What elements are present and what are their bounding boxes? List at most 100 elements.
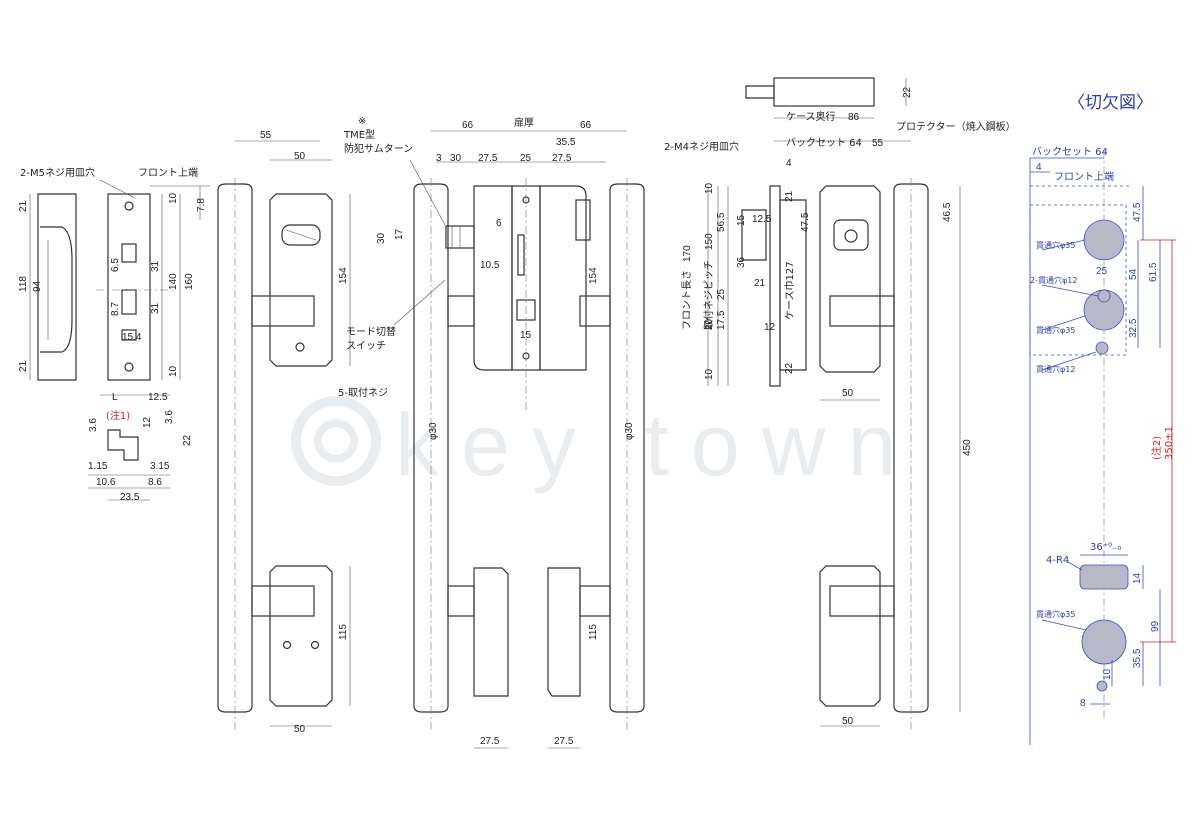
dim-d30a: 30 bbox=[450, 153, 462, 164]
dim-d36a: 3.6 bbox=[88, 418, 99, 432]
dim-dphi30a: φ30 bbox=[428, 422, 439, 440]
dim-d3: 3 bbox=[436, 153, 442, 164]
dim-d94: 94 bbox=[32, 280, 43, 292]
label-mode-switch-1: モード切替 bbox=[346, 325, 396, 338]
dim-d125b: 12.5 bbox=[752, 214, 772, 225]
label-note1: (注1) bbox=[106, 409, 130, 422]
dim-d355: 35.5 bbox=[556, 137, 576, 148]
dim-d140: 140 bbox=[168, 273, 179, 290]
label-mode-switch-2: スイッチ bbox=[346, 340, 386, 352]
dim-d22: 22 bbox=[182, 434, 193, 446]
dim-d66b: 66 bbox=[580, 120, 592, 131]
dimension-values: 21 94 118 21 6.5 8.7 15.4 31 31 140 160 … bbox=[18, 86, 1161, 747]
label-350: 350±1 bbox=[1164, 426, 1175, 460]
dim-d315: 3.15 bbox=[150, 461, 170, 472]
dim-d55b: 55 bbox=[872, 138, 884, 149]
label-tme-turn: 防犯サムターン bbox=[344, 142, 413, 155]
dim-d106: 10.6 bbox=[96, 477, 116, 488]
label-mount-screw: 5-取付ネジ bbox=[338, 386, 388, 399]
dim-d170: 170 bbox=[682, 245, 693, 262]
dim-d36c: 36 bbox=[736, 256, 747, 268]
dim-c475: 47.5 bbox=[1132, 202, 1143, 222]
label-backset: バックセット 64 bbox=[786, 137, 862, 149]
dim-d154b: 154 bbox=[338, 267, 349, 284]
dim-d30b: 30 bbox=[376, 232, 387, 244]
label-front-length: フロント長さ bbox=[681, 270, 693, 330]
dim-d20: 20 bbox=[704, 318, 715, 330]
dim-d275a: 27.5 bbox=[478, 153, 498, 164]
label-case-depth: ケース奥行 bbox=[786, 110, 836, 123]
dim-d115c: 115 bbox=[588, 624, 599, 640]
label-L: L bbox=[112, 392, 118, 403]
labels: 2-M5ネジ用皿穴 フロント上端 (注1) L ※ TME型 防犯サムターン モ… bbox=[20, 93, 1175, 619]
dim-d50b: 50 bbox=[294, 724, 306, 735]
dim-d22d: 22 bbox=[784, 362, 795, 374]
dim-d154a: 15.4 bbox=[122, 332, 142, 343]
dim-d31b: 31 bbox=[150, 302, 161, 314]
view-outside-handle bbox=[217, 140, 351, 730]
label-protector: プロテクター（焼入鋼板） bbox=[896, 120, 1016, 133]
label-cut-front-top: フロント上端 bbox=[1054, 170, 1114, 183]
label-36: 36⁺⁰₋₀ bbox=[1090, 542, 1121, 553]
watermark-text: key town bbox=[395, 395, 918, 494]
dim-d115: 1.15 bbox=[88, 461, 108, 472]
label-hole35-b: 貫通穴φ35 bbox=[1036, 325, 1075, 335]
dim-d154c: 154 bbox=[588, 267, 599, 284]
dim-d12b: 12 bbox=[764, 322, 776, 333]
label-mount-pitch: 取付ネジピッチ bbox=[702, 260, 715, 330]
dim-d160: 160 bbox=[184, 273, 195, 290]
dim-d21b: 21 bbox=[18, 360, 29, 372]
dim-d4: 4 bbox=[786, 158, 792, 169]
dim-d105: 10.5 bbox=[480, 260, 500, 271]
view-front-plate bbox=[29, 179, 210, 501]
dim-c355: 35.5 bbox=[1132, 648, 1143, 668]
dim-d87: 8.7 bbox=[110, 302, 121, 316]
label-tme-type: TME型 bbox=[343, 128, 375, 141]
dim-d78: 7.8 bbox=[196, 198, 207, 212]
label-m5-holes: 2-M5ネジ用皿穴 bbox=[20, 166, 95, 179]
view-door-section bbox=[393, 130, 645, 749]
dim-d115b: 115 bbox=[338, 624, 349, 640]
dim-d475: 47.5 bbox=[800, 212, 811, 232]
label-case-width: ケース巾127 bbox=[783, 261, 796, 320]
view-cutout bbox=[1029, 150, 1176, 745]
dim-c325: 32.5 bbox=[1128, 318, 1139, 338]
dim-d50d: 50 bbox=[842, 716, 854, 727]
dim-d50a: 50 bbox=[294, 151, 306, 162]
dim-d125: 12.5 bbox=[148, 392, 168, 403]
dim-d15b: 15 bbox=[736, 214, 747, 226]
dim-c4: 4 bbox=[1036, 162, 1042, 173]
dim-d235: 23.5 bbox=[120, 492, 140, 503]
dim-d275b: 27.5 bbox=[552, 153, 572, 164]
dim-c99: 99 bbox=[1150, 620, 1161, 632]
label-hole35-a: 貫通穴φ35 bbox=[1036, 240, 1075, 250]
dim-d55: 55 bbox=[260, 130, 272, 141]
dim-c14: 14 bbox=[1132, 572, 1143, 584]
label-door-thickness: 扉厚 bbox=[514, 116, 534, 129]
label-front-top: フロント上端 bbox=[138, 166, 198, 179]
dim-d275d: 27.5 bbox=[554, 736, 574, 747]
dim-d10d: 10 bbox=[704, 368, 715, 380]
view-inside-handle bbox=[707, 77, 961, 730]
dim-d86c: 86 bbox=[848, 112, 860, 123]
dim-d21d: 21 bbox=[754, 278, 766, 289]
dim-d15: 15 bbox=[520, 330, 532, 341]
dim-d10b: 10 bbox=[168, 365, 179, 377]
dim-d175: 17.5 bbox=[716, 310, 727, 330]
dim-d6: 6 bbox=[496, 218, 502, 229]
label-note2: (注2) bbox=[1150, 436, 1163, 460]
dim-c25: 25 bbox=[1096, 266, 1108, 277]
dim-d22c: 22 bbox=[902, 86, 913, 98]
dim-d36b: 3.6 bbox=[164, 410, 175, 424]
dim-d65: 6.5 bbox=[110, 258, 121, 272]
label-r4: 4-R4 bbox=[1046, 555, 1069, 566]
dim-c10: 10 bbox=[1102, 668, 1113, 680]
label-m4-holes: 2-M4ネジ用皿穴 bbox=[664, 140, 739, 153]
dim-d12: 12 bbox=[142, 416, 153, 428]
dim-d17: 17 bbox=[394, 228, 405, 240]
dim-d25b: 25 bbox=[716, 288, 727, 300]
label-hole12-c: 貫通穴φ12 bbox=[1036, 364, 1075, 374]
dim-d10c: 10 bbox=[704, 182, 715, 194]
dim-c8: 8 bbox=[1080, 698, 1086, 709]
